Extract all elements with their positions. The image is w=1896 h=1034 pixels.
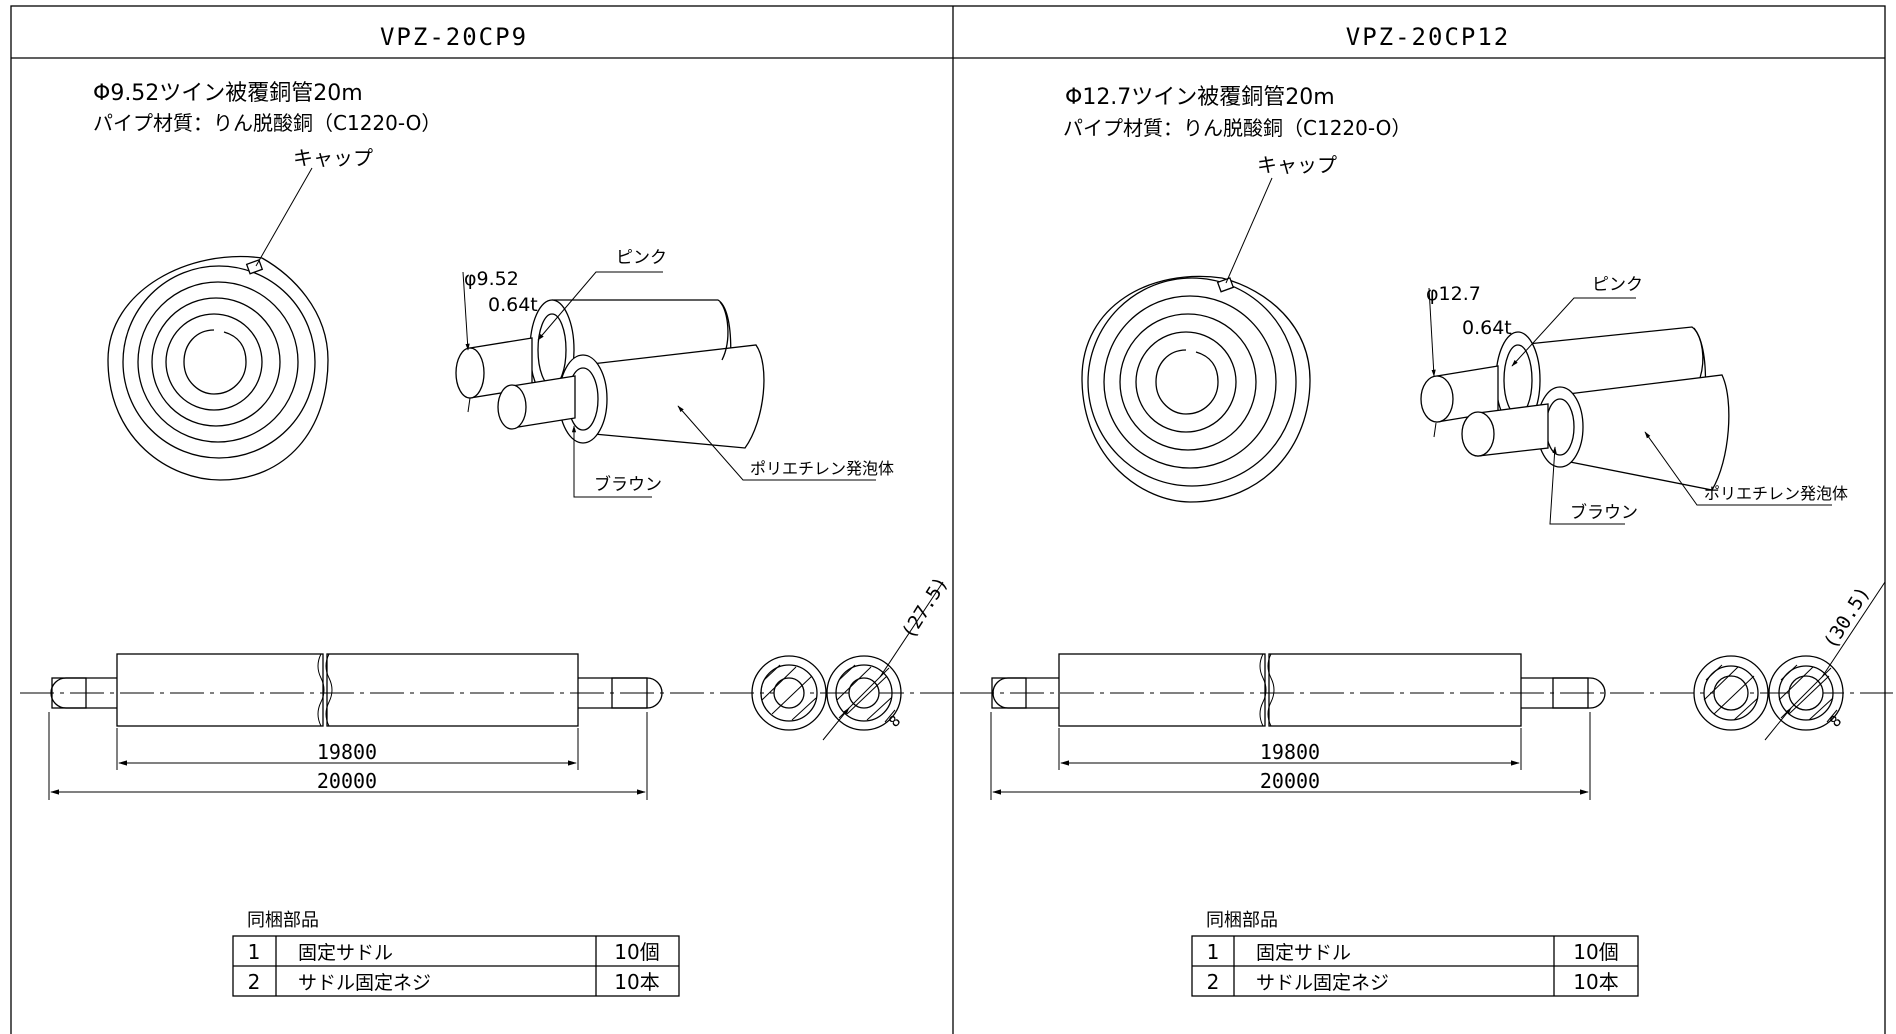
panel-title: VPZ-20CP12 — [1346, 23, 1511, 51]
foam-label: ポリエチレン発泡体 — [750, 459, 894, 478]
dim-20000: 20000 — [1260, 769, 1320, 793]
pipe-spec: Φ12.7ツイン被覆銅管20m — [1065, 85, 1335, 110]
pipe-spec: Φ9.52ツイン被覆銅管20m — [93, 81, 363, 106]
panel-left: VPZ-20CP9 Φ9.52ツイン被覆銅管20m パイプ材質：りん脱酸銅（C1… — [20, 23, 955, 997]
parts-title: 同梱部品 — [1206, 910, 1278, 931]
cap-leader — [255, 167, 313, 267]
foam-label: ポリエチレン発泡体 — [1704, 484, 1848, 503]
part-name: 固定サドル — [298, 942, 393, 964]
dim-19800: 19800 — [317, 740, 377, 764]
pipe-diameter-label: φ12.7 — [1426, 283, 1481, 305]
pipe-material: パイプ材質：りん脱酸銅（C1220-O） — [93, 111, 441, 135]
cap-icon — [245, 259, 264, 275]
parts-table: 1 固定サドル 10個 2 サドル固定ネジ 10本 — [1191, 935, 1639, 997]
side-view: 19800 20000 — [960, 653, 1893, 800]
sheet-border — [10, 5, 1886, 1034]
dim-20000: 20000 — [317, 769, 377, 793]
pink-leader — [1511, 297, 1636, 367]
part-qty: 10本 — [1573, 970, 1618, 994]
part-no: 2 — [248, 970, 261, 994]
side-view: 19800 20000 — [20, 653, 955, 800]
section-dimension: (30.5) — [1820, 583, 1875, 653]
part-name: サドル固定ネジ — [1256, 972, 1389, 994]
pipe-material: パイプ材質：りん脱酸銅（C1220-O） — [1063, 116, 1411, 140]
dim-19800: 19800 — [1260, 740, 1320, 764]
cap-leader — [1225, 177, 1273, 284]
parts-table: 1 固定サドル 10個 2 サドル固定ネジ 10本 — [232, 935, 680, 997]
brown-label: ブラウン — [1570, 502, 1638, 523]
pipe-diameter-label: φ9.52 — [464, 268, 519, 290]
thickness-label: 0.64t — [1462, 317, 1512, 339]
cap-label: キャップ — [1257, 153, 1337, 177]
cap-label: キャップ — [293, 146, 373, 170]
part-qty: 10個 — [614, 940, 659, 964]
part-qty: 10個 — [1573, 940, 1618, 964]
pink-label: ピンク — [616, 248, 667, 268]
twin-pipe-illustration — [455, 299, 765, 449]
section-dimension: (27.5) — [898, 573, 953, 643]
pink-label: ピンク — [1592, 275, 1643, 295]
part-no: 2 — [1207, 970, 1220, 994]
parts-title: 同梱部品 — [247, 910, 319, 931]
foam-leader — [677, 405, 876, 481]
thickness-label: 0.64t — [488, 294, 538, 316]
cross-section-view: (27.5) 8 — [751, 573, 953, 741]
foam-leader — [1644, 431, 1832, 506]
coil-illustration — [1081, 177, 1311, 503]
part-no: 1 — [1207, 940, 1220, 964]
panel-title: VPZ-20CP9 — [380, 23, 528, 51]
cap-icon — [1216, 277, 1235, 293]
twin-pipe-illustration — [1420, 326, 1730, 491]
brown-leader — [1549, 446, 1625, 525]
brown-label: ブラウン — [594, 474, 662, 495]
part-qty: 10本 — [614, 970, 659, 994]
cross-section-view: (30.5) 8 — [1693, 581, 1886, 741]
part-name: サドル固定ネジ — [298, 972, 431, 994]
coil-illustration — [107, 167, 329, 481]
pink-leader — [537, 271, 663, 341]
brown-leader — [571, 425, 652, 498]
part-no: 1 — [248, 940, 261, 964]
part-name: 固定サドル — [1256, 942, 1351, 964]
panel-right: VPZ-20CP12 Φ12.7ツイン被覆銅管20m パイプ材質：りん脱酸銅（C… — [960, 23, 1893, 997]
